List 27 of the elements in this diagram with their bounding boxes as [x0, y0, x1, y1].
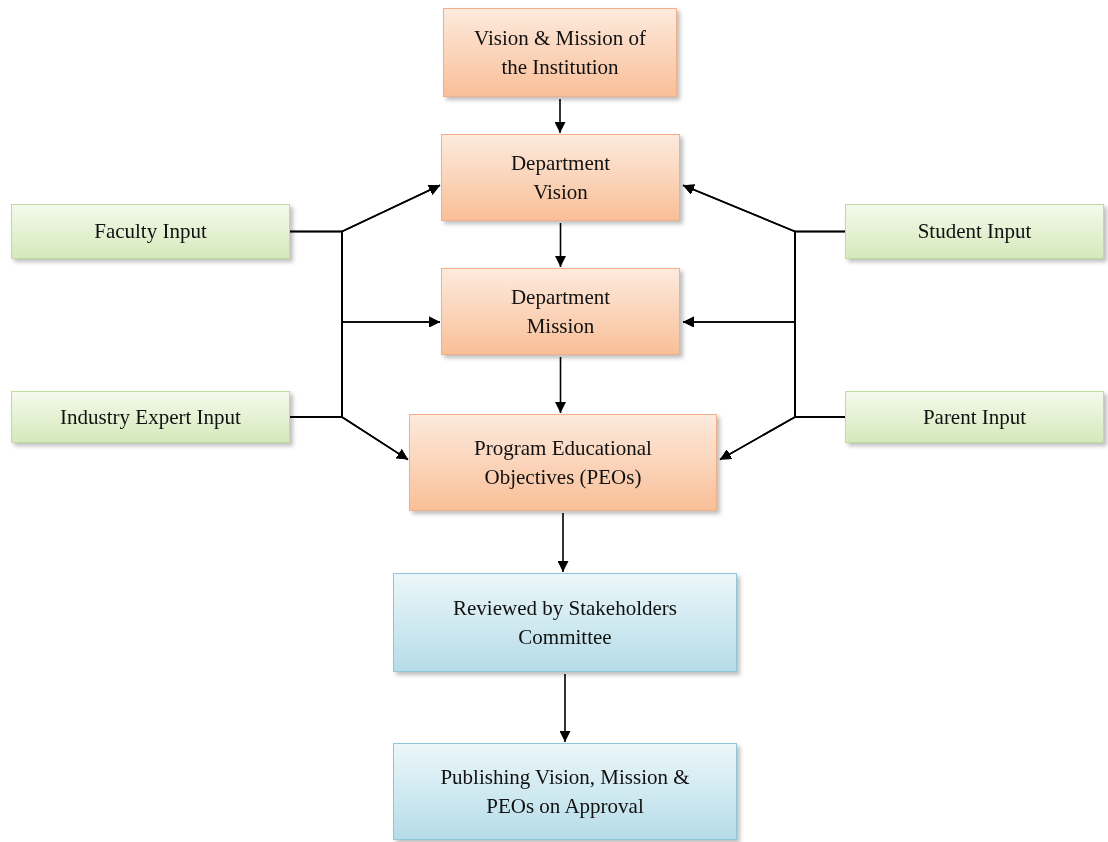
input-box [845, 204, 1104, 259]
process-box [393, 743, 737, 840]
process-box [441, 134, 680, 221]
box-label: Student Input [916, 218, 1033, 246]
input-box [11, 204, 290, 259]
box-label: Reviewed by Stakeholders Committee [452, 595, 678, 651]
process-box [393, 573, 737, 672]
input-box [845, 391, 1104, 443]
box-label: Department Vision [509, 150, 612, 206]
arrow [289, 416, 409, 461]
box-label: Publishing Vision, Mission & PEOs on Approval [439, 764, 691, 820]
process-box [409, 414, 717, 511]
arrow [554, 98, 566, 134]
arrow [557, 512, 569, 573]
box-label: Industry Expert Input [59, 403, 242, 431]
arrow [719, 416, 846, 461]
arrow [559, 673, 571, 743]
process-box [441, 268, 680, 355]
box-label: Department Mission [509, 284, 612, 340]
box-label: Faculty Input [93, 218, 208, 246]
box-label: Program Educational Objectives (PEOs) [473, 435, 653, 491]
input-box [11, 391, 290, 443]
box-label: Vision & Mission of the Institution [473, 25, 647, 81]
arrow [555, 356, 566, 414]
process-box [443, 8, 677, 97]
arrow [555, 222, 566, 268]
box-label: Parent Input [921, 403, 1028, 431]
